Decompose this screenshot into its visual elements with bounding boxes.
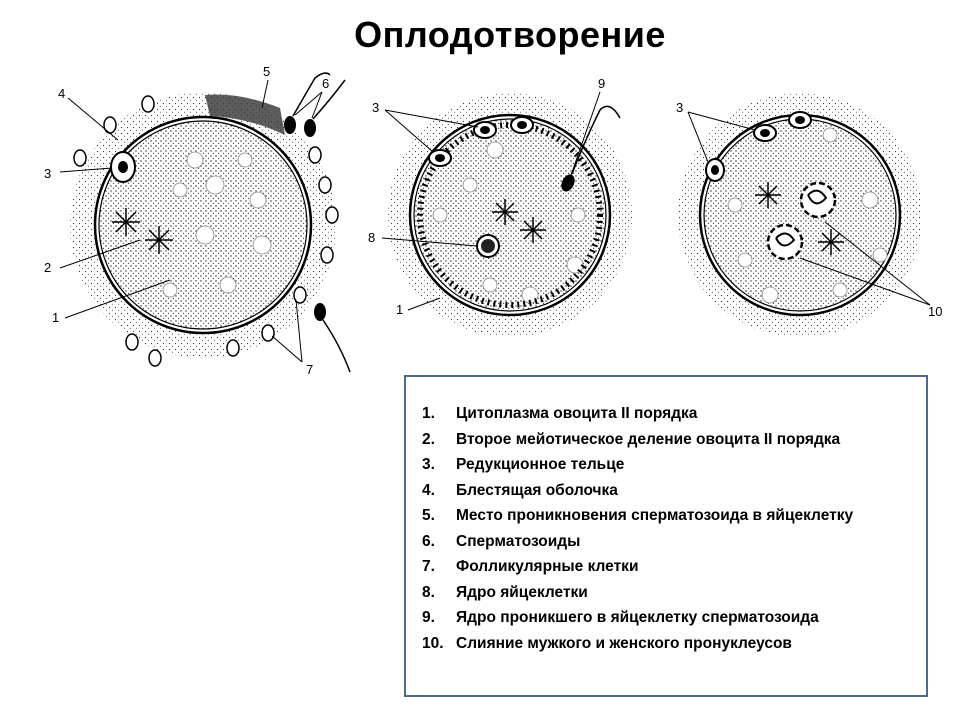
oocyte-stage-2 — [388, 93, 632, 337]
label-7: 7 — [306, 362, 313, 377]
label-9: 9 — [598, 76, 605, 91]
legend-item: 7.Фолликулярные клетки — [422, 558, 639, 575]
legend-box: 1.Цитоплазма овоцита II порядка 2.Второе… — [404, 375, 928, 697]
oocyte-stage-1 — [70, 72, 351, 373]
label-3c: 3 — [676, 100, 683, 115]
label-1b: 1 — [396, 302, 403, 317]
label-3b: 3 — [372, 100, 379, 115]
legend-list: 1.Цитоплазма овоцита II порядка 2.Второе… — [422, 401, 926, 656]
legend-item: 3.Редукционное тельце — [422, 456, 625, 473]
legend-item: 10.Слияние мужкого и женского пронуклеус… — [422, 634, 792, 652]
label-5: 5 — [263, 64, 270, 79]
diagram-labels: 1 2 3 4 5 6 7 3 8 1 9 3 10 — [44, 64, 942, 377]
oocyte-stage-3 — [678, 93, 922, 337]
sperm-icon — [284, 72, 351, 373]
label-8: 8 — [368, 230, 375, 245]
legend-item: 9.Ядро проникшего в яйцеклетку сперматоз… — [422, 609, 819, 626]
legend-item: 2.Второе мейотическое деление овоцита II… — [422, 430, 841, 448]
label-4: 4 — [58, 86, 65, 101]
spindle-icon — [112, 208, 173, 254]
label-3: 3 — [44, 166, 51, 181]
fertilization-diagram: 1 2 3 4 5 6 7 3 8 1 9 3 10 — [44, 64, 942, 377]
legend-item: 5.Место проникновения сперматозоида в яй… — [422, 507, 854, 524]
legend-item: 8.Ядро яйцеклетки — [422, 583, 588, 601]
legend-item: 6.Сперматозоиды — [422, 532, 581, 550]
label-10: 10 — [928, 304, 942, 319]
label-1: 1 — [52, 310, 59, 325]
label-6: 6 — [322, 76, 329, 91]
page-title: Оплодотворение — [354, 14, 666, 55]
label-2: 2 — [44, 260, 51, 275]
legend-item: 1.Цитоплазма овоцита II порядка — [422, 405, 698, 422]
legend-item: 4.Блестящая оболочка — [422, 481, 618, 499]
